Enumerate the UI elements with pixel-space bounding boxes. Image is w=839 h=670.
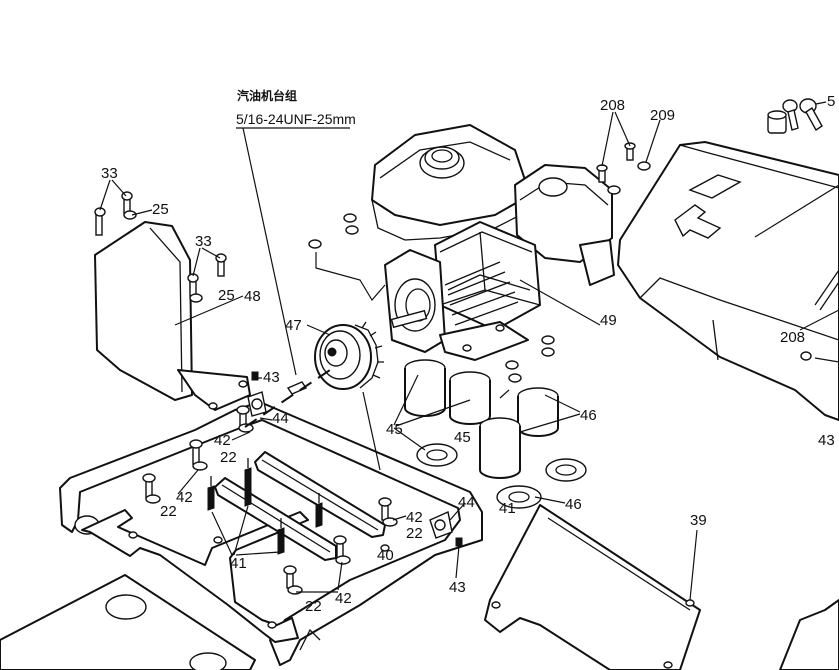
base-plate (0, 574, 256, 670)
callout-22-c: 22 (406, 525, 423, 542)
callout-42-c: 42 (406, 509, 423, 526)
lower-panel (484, 504, 701, 670)
callout-45-left: 45 (386, 421, 403, 438)
callout-42-d: 42 (335, 590, 352, 607)
callout-46-upper: 46 (580, 407, 597, 424)
callout-25-lower: 25 (218, 287, 235, 304)
clutch-pulley (286, 321, 384, 395)
callout-42-b: 42 (176, 489, 193, 506)
callout-39: 39 (690, 512, 707, 529)
callout-43-left: 43 (263, 369, 280, 386)
callout-45-right: 41 (499, 500, 516, 517)
callout-42-a: 42 (214, 432, 231, 449)
callout-47: 47 (285, 317, 302, 334)
callout-33-lower: 33 (195, 233, 212, 250)
callout-labels: 5 208 209 33 25 33 25 48 47 49 43 44 42 … (101, 93, 835, 615)
callout-25-upper: 25 (152, 201, 169, 218)
callout-40: 40 (377, 547, 394, 564)
key-switch (767, 98, 827, 134)
callout-48: 48 (244, 288, 261, 305)
callout-5: 5 (827, 93, 835, 110)
main-frame (59, 371, 483, 666)
callout-209: 209 (650, 107, 675, 124)
spec-note-thread: 5/16-24UNF-25mm (236, 111, 356, 127)
drive-belt (244, 369, 331, 428)
callout-49: 49 (600, 312, 617, 329)
callout-46-lower: 46 (565, 496, 582, 513)
callout-44-right: 44 (458, 494, 475, 511)
callout-22-a: 22 (220, 449, 237, 466)
callout-41: 41 (230, 555, 247, 572)
rear-housing (596, 111, 839, 421)
engine-assembly (308, 124, 615, 383)
callout-22-d: 22 (305, 598, 322, 615)
spec-note: 汽油机台组 5/16-24UNF-25mm (236, 88, 356, 376)
callout-43-far-right: 43 (818, 432, 835, 449)
callout-43-right: 43 (449, 579, 466, 596)
frame-handle-end (299, 628, 321, 651)
callout-22-b: 22 (160, 503, 177, 520)
leader-lines (177, 279, 601, 593)
callout-208-top: 208 (600, 97, 625, 114)
callout-44-left: 44 (272, 410, 289, 427)
belt-guard (94, 179, 251, 411)
callout-208-right: 208 (780, 329, 805, 346)
spec-note-chinese: 汽油机台组 (237, 88, 297, 103)
right-edge-part (779, 599, 839, 670)
callout-45-center: 45 (454, 429, 471, 446)
callout-33-upper: 33 (101, 165, 118, 182)
